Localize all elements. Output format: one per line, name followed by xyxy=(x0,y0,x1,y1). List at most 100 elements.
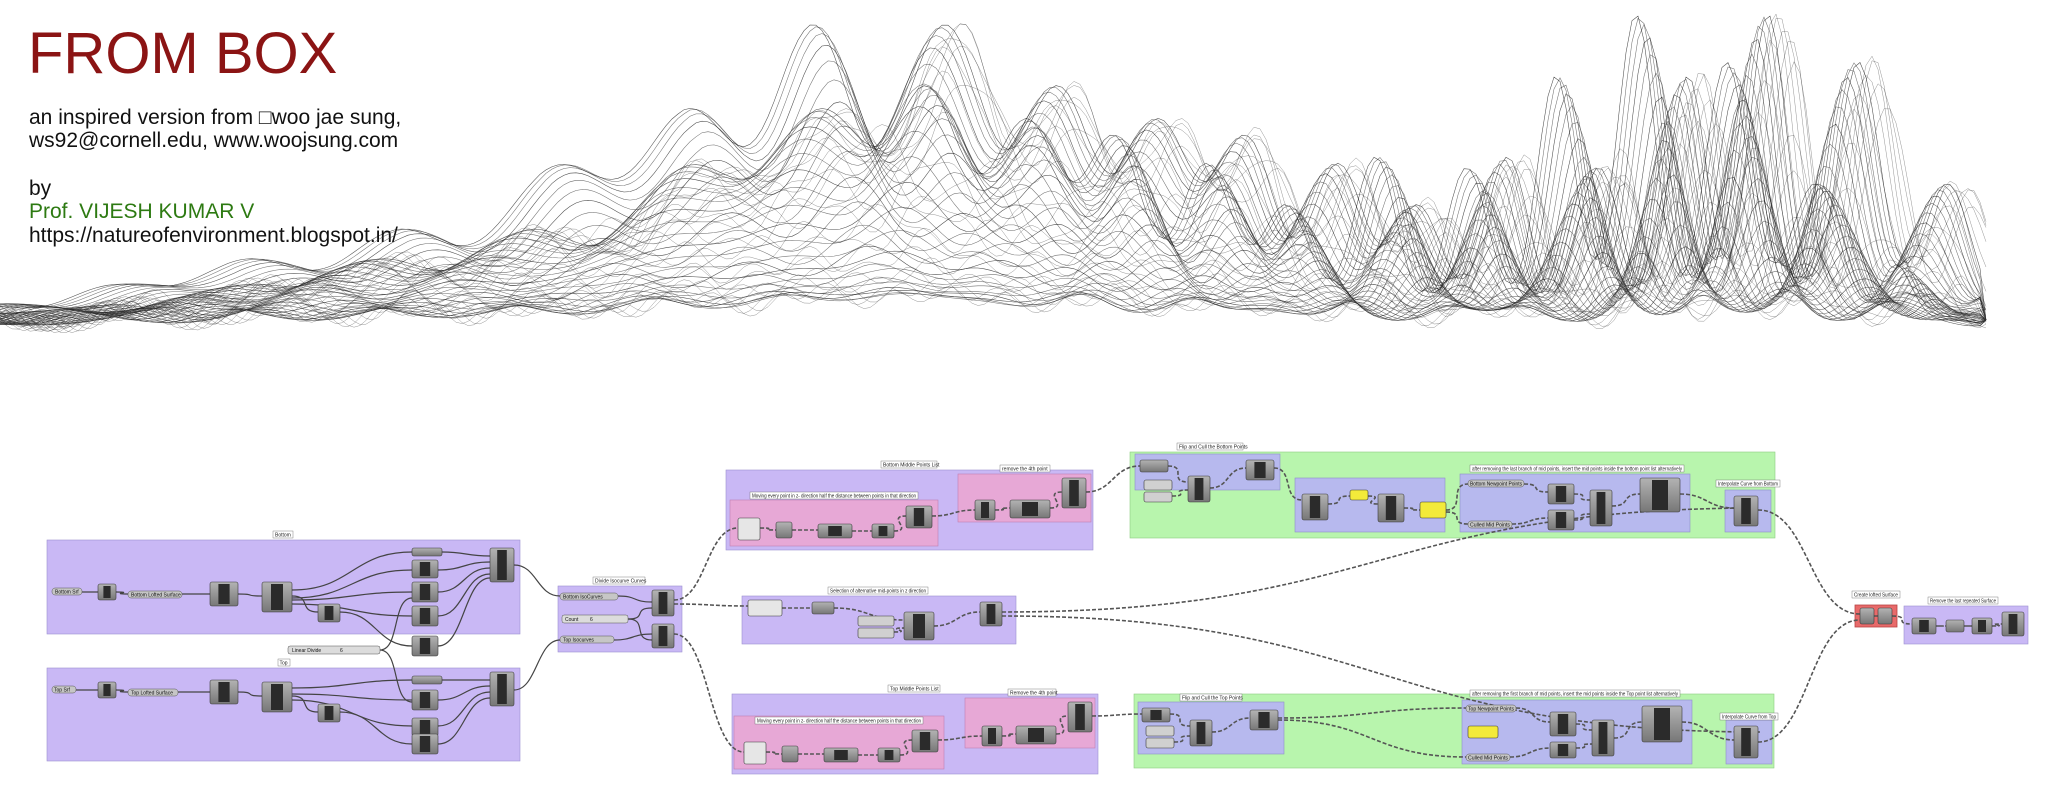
component-minus-one xyxy=(1945,619,1965,633)
wireframe-strand xyxy=(0,53,1987,325)
component-core xyxy=(1741,728,1751,756)
wire xyxy=(931,509,976,517)
wire xyxy=(1891,615,1913,625)
wire xyxy=(759,527,777,531)
label-interp-top: Interpolate Curve from Top xyxy=(1722,715,1776,721)
wire xyxy=(291,551,413,591)
component-param-node xyxy=(411,547,443,557)
component-core xyxy=(884,750,894,760)
wire xyxy=(1091,713,1143,717)
wire xyxy=(1001,615,1761,733)
component-core xyxy=(419,638,431,654)
label-top-move: Moving every point in z- direction half … xyxy=(757,719,921,725)
component-core xyxy=(324,606,334,620)
label-top-mid: Top Middle Points List xyxy=(890,687,939,693)
param-top-lofted: Top Lofted Surface xyxy=(131,691,173,697)
wire xyxy=(291,569,413,599)
components xyxy=(97,459,2025,765)
component-toggle-true xyxy=(857,615,895,627)
wire xyxy=(1277,719,1467,758)
component-yellow-b xyxy=(1349,489,1369,501)
wire xyxy=(1055,715,1069,735)
component-core xyxy=(2008,614,2018,634)
wireframe-strand xyxy=(0,245,1987,325)
component-core xyxy=(271,584,283,610)
component-core xyxy=(1150,710,1162,720)
component-core xyxy=(986,604,996,624)
wireframe-strand xyxy=(0,61,1987,330)
component-core xyxy=(271,684,283,710)
wire xyxy=(1085,465,1141,493)
wire xyxy=(1169,713,1191,727)
wireframe-strand xyxy=(0,15,1987,327)
wireframe-strand xyxy=(0,278,1987,333)
wireframe-strand xyxy=(0,147,1987,329)
component-core xyxy=(658,592,668,614)
author-name: Prof. VIJESH KUMAR V xyxy=(29,200,255,223)
component-core xyxy=(658,626,668,646)
component-toggle-b2 xyxy=(1143,491,1173,503)
component-core xyxy=(1557,744,1569,756)
component-core xyxy=(1194,478,1204,500)
slider-count-label: Count xyxy=(565,617,579,623)
wireframe-strand xyxy=(0,54,1987,323)
wire xyxy=(379,649,413,703)
wireframe-surface-render xyxy=(0,13,1987,333)
component-core xyxy=(913,508,925,526)
wireframe-strand xyxy=(0,277,1987,326)
component-core xyxy=(834,750,848,760)
wire xyxy=(513,639,561,691)
wire xyxy=(437,685,491,701)
wire xyxy=(437,691,491,727)
component-core xyxy=(419,562,431,576)
wire xyxy=(673,527,739,601)
wire xyxy=(291,693,413,701)
wireframe-strand xyxy=(0,160,1987,327)
group-labels: Bottom Top Divide Isocurve Curves Bottom… xyxy=(272,442,1999,725)
wireframe-strand xyxy=(0,201,1987,322)
component-core xyxy=(1596,492,1606,524)
by-label: by xyxy=(29,177,52,200)
label-divide: Divide Isocurve Curves xyxy=(595,579,647,585)
wire xyxy=(1509,747,1551,758)
wire xyxy=(673,603,749,607)
page-title: FROM BOX xyxy=(28,21,338,86)
wireframe-strand xyxy=(0,263,1987,325)
wire xyxy=(1001,507,1761,613)
component-core xyxy=(419,608,431,624)
param-top-newpoints: Top Newpoint Points xyxy=(1468,707,1514,713)
wire xyxy=(933,611,981,627)
wireframe-strand xyxy=(0,149,1987,321)
wireframe-strand xyxy=(0,41,1987,331)
label-remove-repeated: Remove the last repeated Surface xyxy=(1930,599,1996,605)
wireframe-strand xyxy=(0,192,1987,330)
component-core xyxy=(1258,712,1270,728)
wireframe-strand xyxy=(0,39,1987,331)
wireframe-strand xyxy=(0,13,1987,332)
component-param-node xyxy=(411,675,443,685)
wireframe-strand xyxy=(0,99,1987,324)
component-loft-out xyxy=(1877,607,1893,625)
wireframe-strand xyxy=(0,120,1987,325)
wireframe-strand xyxy=(0,177,1987,321)
component-panel-point xyxy=(737,517,761,541)
component-core xyxy=(1555,512,1567,528)
label-top-remove: Remove the 4th point xyxy=(1010,691,1058,697)
wireframe-strand xyxy=(0,37,1987,324)
wire xyxy=(437,697,491,745)
wire xyxy=(291,591,413,601)
slider-count-value: 6 xyxy=(590,617,593,623)
component-core xyxy=(913,614,925,638)
component-core xyxy=(878,526,888,536)
wire xyxy=(627,618,653,641)
wire xyxy=(765,751,783,755)
wire xyxy=(1445,483,1469,511)
group-top-move xyxy=(733,715,945,770)
wire xyxy=(115,689,129,693)
group-bottom-move xyxy=(729,499,939,547)
wire xyxy=(1001,733,1017,737)
component-dispatch-alt xyxy=(811,601,835,615)
component-core xyxy=(1028,728,1044,742)
label-after-top: after removing the first branch of mid p… xyxy=(1472,692,1678,698)
